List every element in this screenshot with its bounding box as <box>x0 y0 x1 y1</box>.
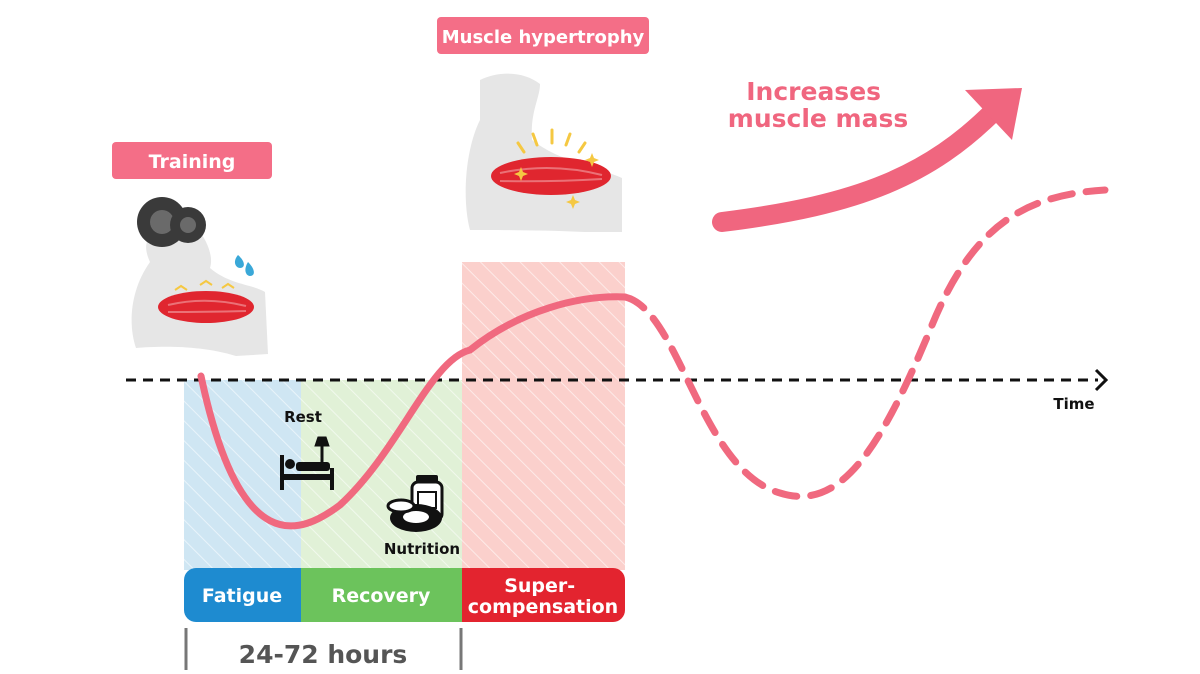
growth-arrow-icon <box>712 88 1022 232</box>
phase-label-recovery: Recovery <box>332 585 431 607</box>
svg-text:Training: Training <box>149 151 236 173</box>
training-label: Training <box>112 142 272 179</box>
phase-label-fatigue: Fatigue <box>202 585 282 607</box>
hypertrophy-label: Muscle hypertrophy <box>437 17 649 54</box>
rest-label: Rest <box>284 408 322 426</box>
bed-lamp-icon <box>280 436 334 490</box>
phase-fatigue <box>184 568 301 622</box>
flexed-arm-dumbbell-icon <box>131 197 268 356</box>
flexed-arm-muscle-icon <box>465 73 622 232</box>
food-supplement-icon <box>386 475 444 532</box>
increases-muscle-mass-label: Increases muscle mass <box>728 77 908 133</box>
time-axis-label: Time <box>1053 395 1094 413</box>
performance-curve-projection <box>621 186 1109 500</box>
duration-label: 24-72 hours <box>239 640 408 669</box>
phase-label-supercompensation: Super- compensation <box>468 575 618 618</box>
phase-supercompensation <box>462 568 625 622</box>
phase-label-bar <box>184 568 625 622</box>
phase-recovery <box>301 568 462 622</box>
svg-text:Muscle hypertrophy: Muscle hypertrophy <box>442 27 645 48</box>
nutrition-label: Nutrition <box>384 540 460 558</box>
performance-curve <box>197 293 629 530</box>
time-axis-arrowhead <box>1094 368 1109 392</box>
